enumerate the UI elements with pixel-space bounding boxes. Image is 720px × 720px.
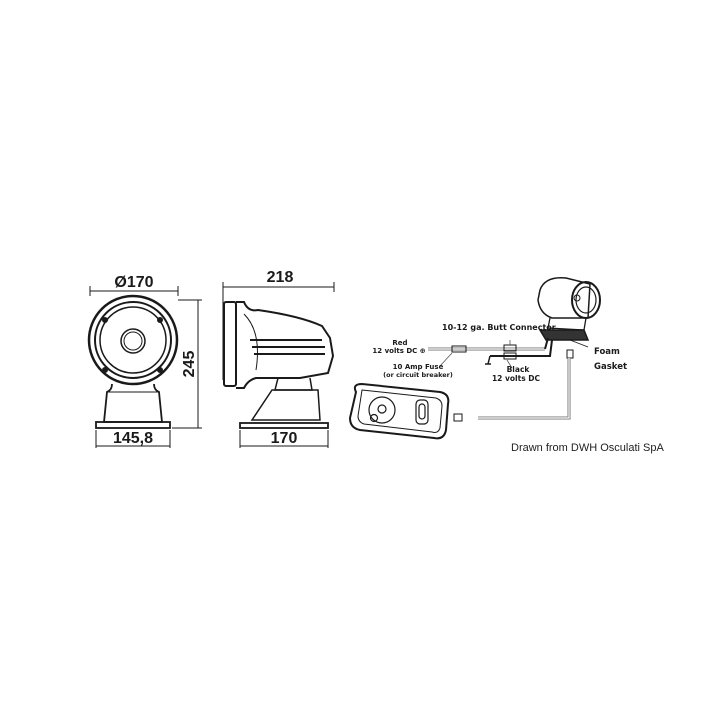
front-base-width-label: 145,8: [113, 430, 153, 447]
gasket-label: Gasket: [594, 362, 627, 372]
butt-connector-label: 10-12 ga. Butt Connector: [442, 323, 556, 332]
side-length-label: 218: [267, 269, 294, 286]
credit-text: Drawn from DWH Osculati SpA: [511, 442, 664, 454]
red-wire-label-2: 12 volts DC ⊕: [372, 347, 425, 355]
black-wire-label-1: Black: [507, 365, 531, 374]
front-diameter-label: Ø170: [114, 274, 153, 291]
side-base-width-label: 170: [271, 430, 298, 447]
front-view: [87, 286, 202, 448]
foam-label: Foam: [594, 347, 620, 357]
wiring-diagram: [348, 277, 601, 440]
fuse-label-1: 10 Amp Fuse: [393, 363, 444, 371]
fuse-label-2: (or circuit breaker): [383, 371, 453, 379]
black-wire-label-2: 12 volts DC: [492, 374, 541, 383]
red-wire-label-1: Red: [392, 339, 407, 347]
side-view: [222, 282, 335, 448]
front-height-label: 245: [181, 351, 198, 378]
